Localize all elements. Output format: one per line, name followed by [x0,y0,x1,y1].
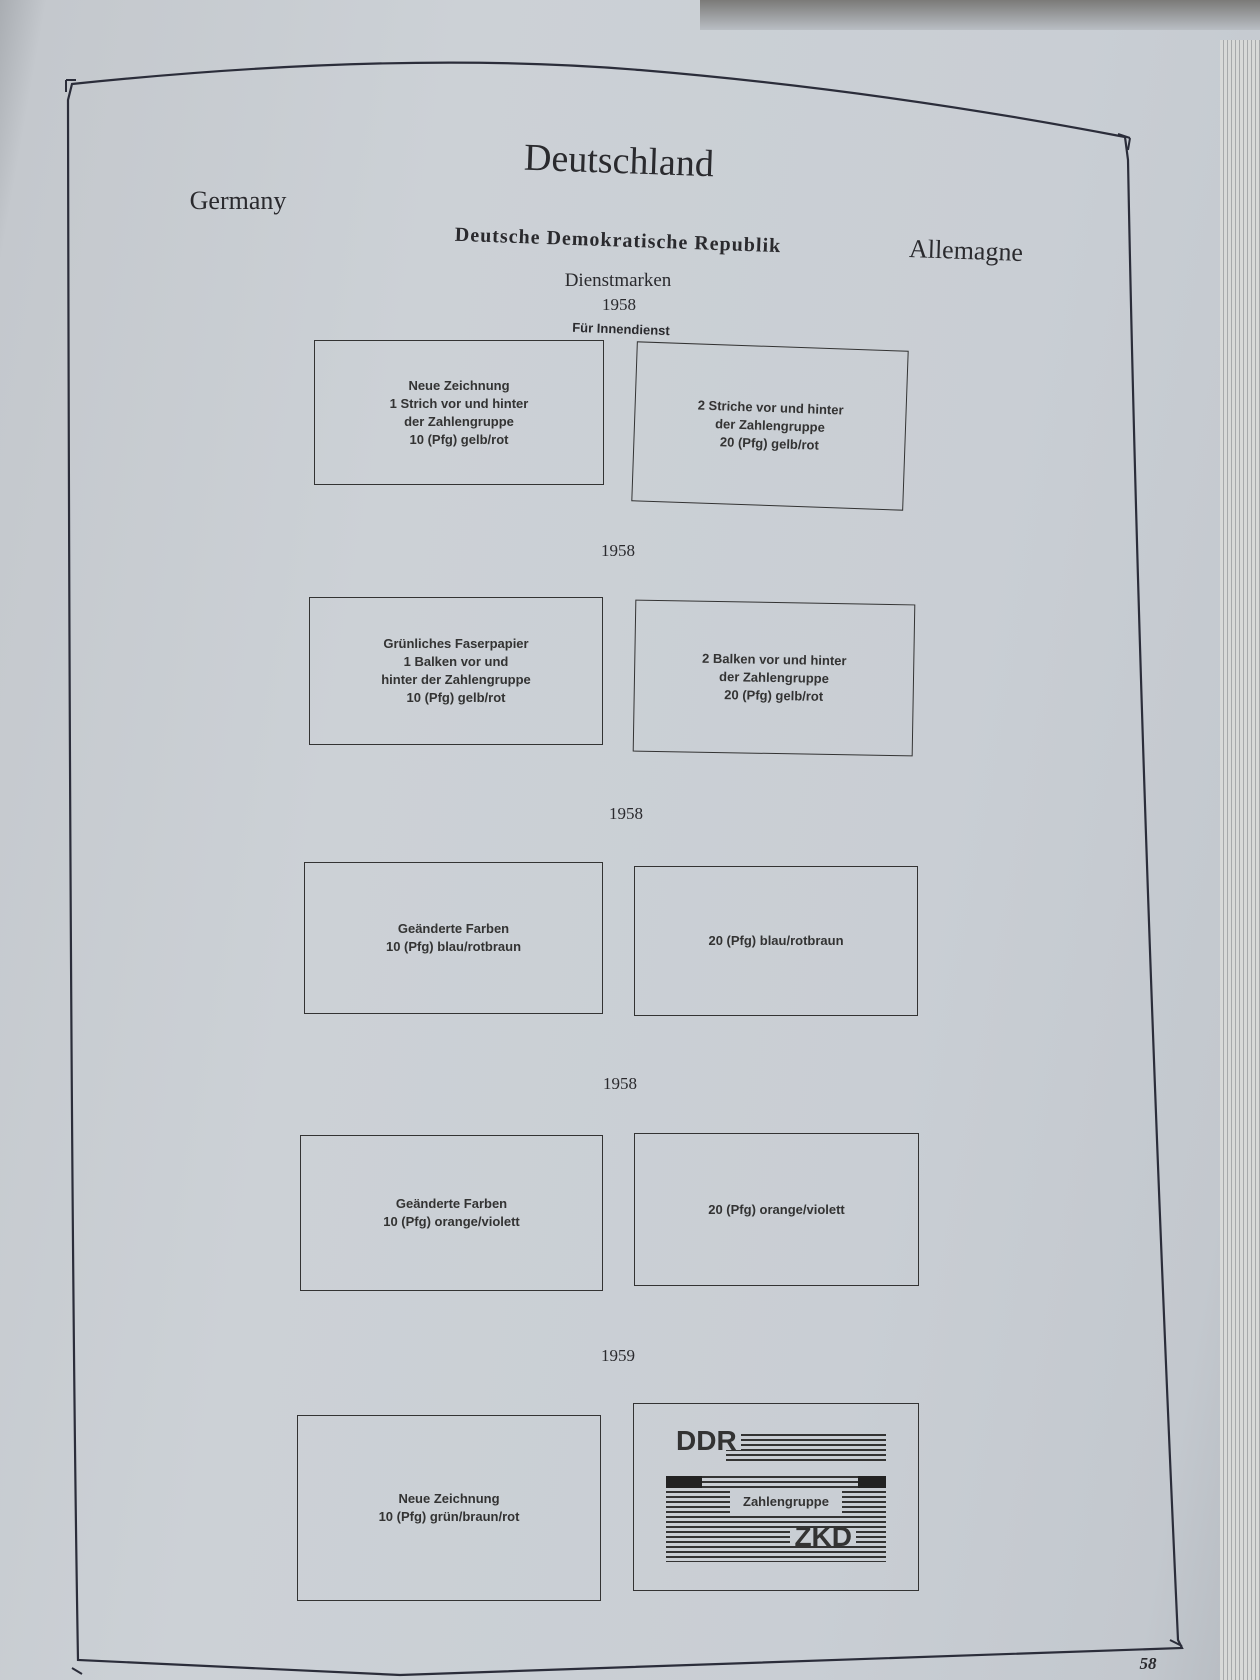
ddr-zkd-logo: DDR Zahlengruppe ZKD [666,1427,886,1562]
stamp-slot: 20 (Pfg) blau/rotbraun [634,866,918,1016]
stamp-slot: Neue Zeichnung 10 (Pfg) grün/braun/rot [297,1415,601,1601]
year-label: 1958 [601,541,635,560]
year-label: 1958 [603,1074,637,1093]
title-english: Germany [189,186,287,215]
stamp-slot: Geänderte Farben 10 (Pfg) orange/violett [300,1135,603,1291]
stamp-slot: Neue Zeichnung 1 Strich vor und hinter d… [314,340,604,485]
stamp-slot: Geänderte Farben 10 (Pfg) blau/rotbraun [304,862,603,1014]
background-strip [700,0,1260,30]
stamp-slot: 20 (Pfg) orange/violett [634,1133,919,1286]
stamp-slot: 2 Striche vor und hinter der Zahlengrupp… [631,341,909,511]
page-number: 58 [1139,1654,1157,1673]
stamp-slot: 2 Balken vor und hinter der Zahlengruppe… [632,599,916,757]
page-title: Deutschland [523,136,715,186]
section-title: Dienstmarken [564,270,672,291]
page-edges [1220,40,1260,1680]
year-label: 1958 [602,295,636,314]
title-french: Allemagne [908,234,1024,267]
stamp-slot-logo: DDR Zahlengruppe ZKD [633,1403,919,1591]
year-label: 1959 [601,1346,635,1365]
stamp-slot: Grünliches Faserpapier 1 Balken vor und … [309,597,603,745]
year-label: 1958 [609,804,643,823]
